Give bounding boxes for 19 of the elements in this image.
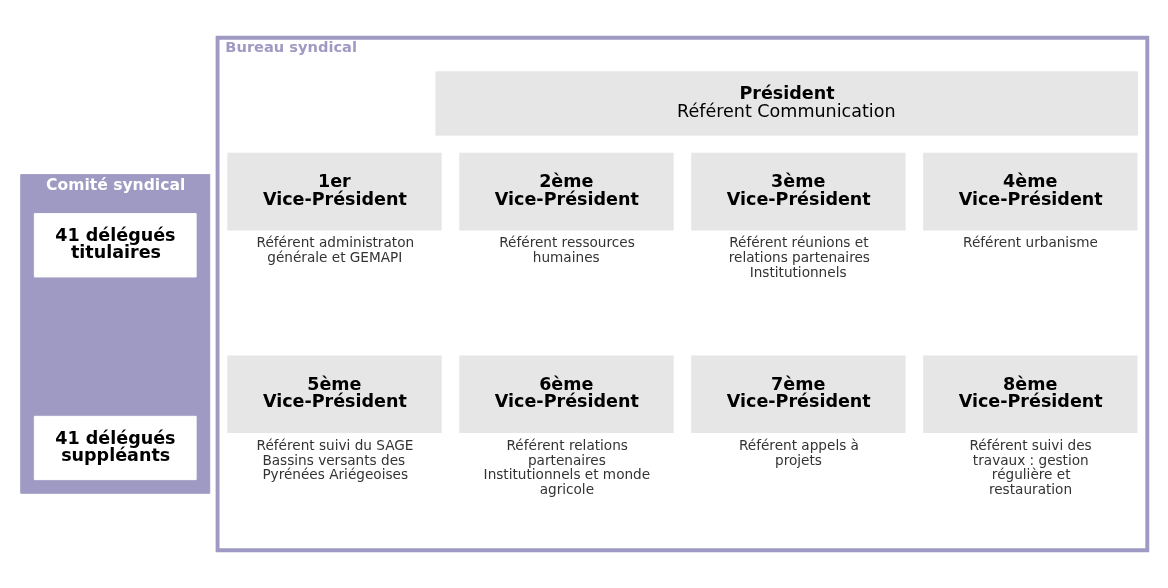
node-box: 1er Vice-Président bbox=[227, 152, 442, 231]
node-label: Référent urbanisme bbox=[963, 234, 1098, 251]
node-box: 7ème Vice-Président bbox=[691, 355, 906, 434]
node-box: 2ème Vice-Président bbox=[459, 152, 674, 231]
node-label: Référent appels à projets bbox=[738, 437, 859, 468]
node-label: Référent réunions et relations partenaires Institutionnels bbox=[728, 234, 870, 280]
node-box: 6ème Vice-Président bbox=[459, 355, 674, 434]
node-box: 3ème Vice-Président bbox=[691, 152, 906, 231]
node-box: Président Référent Communication bbox=[435, 71, 1139, 136]
node-label: Référent suivi des travaux : gestion régulière et restauration bbox=[969, 437, 1092, 497]
node-label: Référent ressources humaines bbox=[499, 234, 635, 266]
node-label: Référent relations partenaires Institutionnels et monde agricole bbox=[483, 437, 651, 497]
node-box: 5ème Vice-Président bbox=[227, 355, 442, 434]
node-box: 41 délégués titulaires bbox=[33, 213, 197, 278]
node-label: Référent administraton générale et GEMAPI bbox=[256, 234, 415, 266]
node-box: 41 délégués suppléants bbox=[33, 415, 197, 481]
node-box: 8ème Vice-Président bbox=[923, 355, 1138, 434]
node-label: Référent suivi du SAGE Bassins versants des Pyrénées Ariégeoises bbox=[256, 437, 414, 483]
node-box: 4ème Vice-Président bbox=[923, 152, 1138, 231]
